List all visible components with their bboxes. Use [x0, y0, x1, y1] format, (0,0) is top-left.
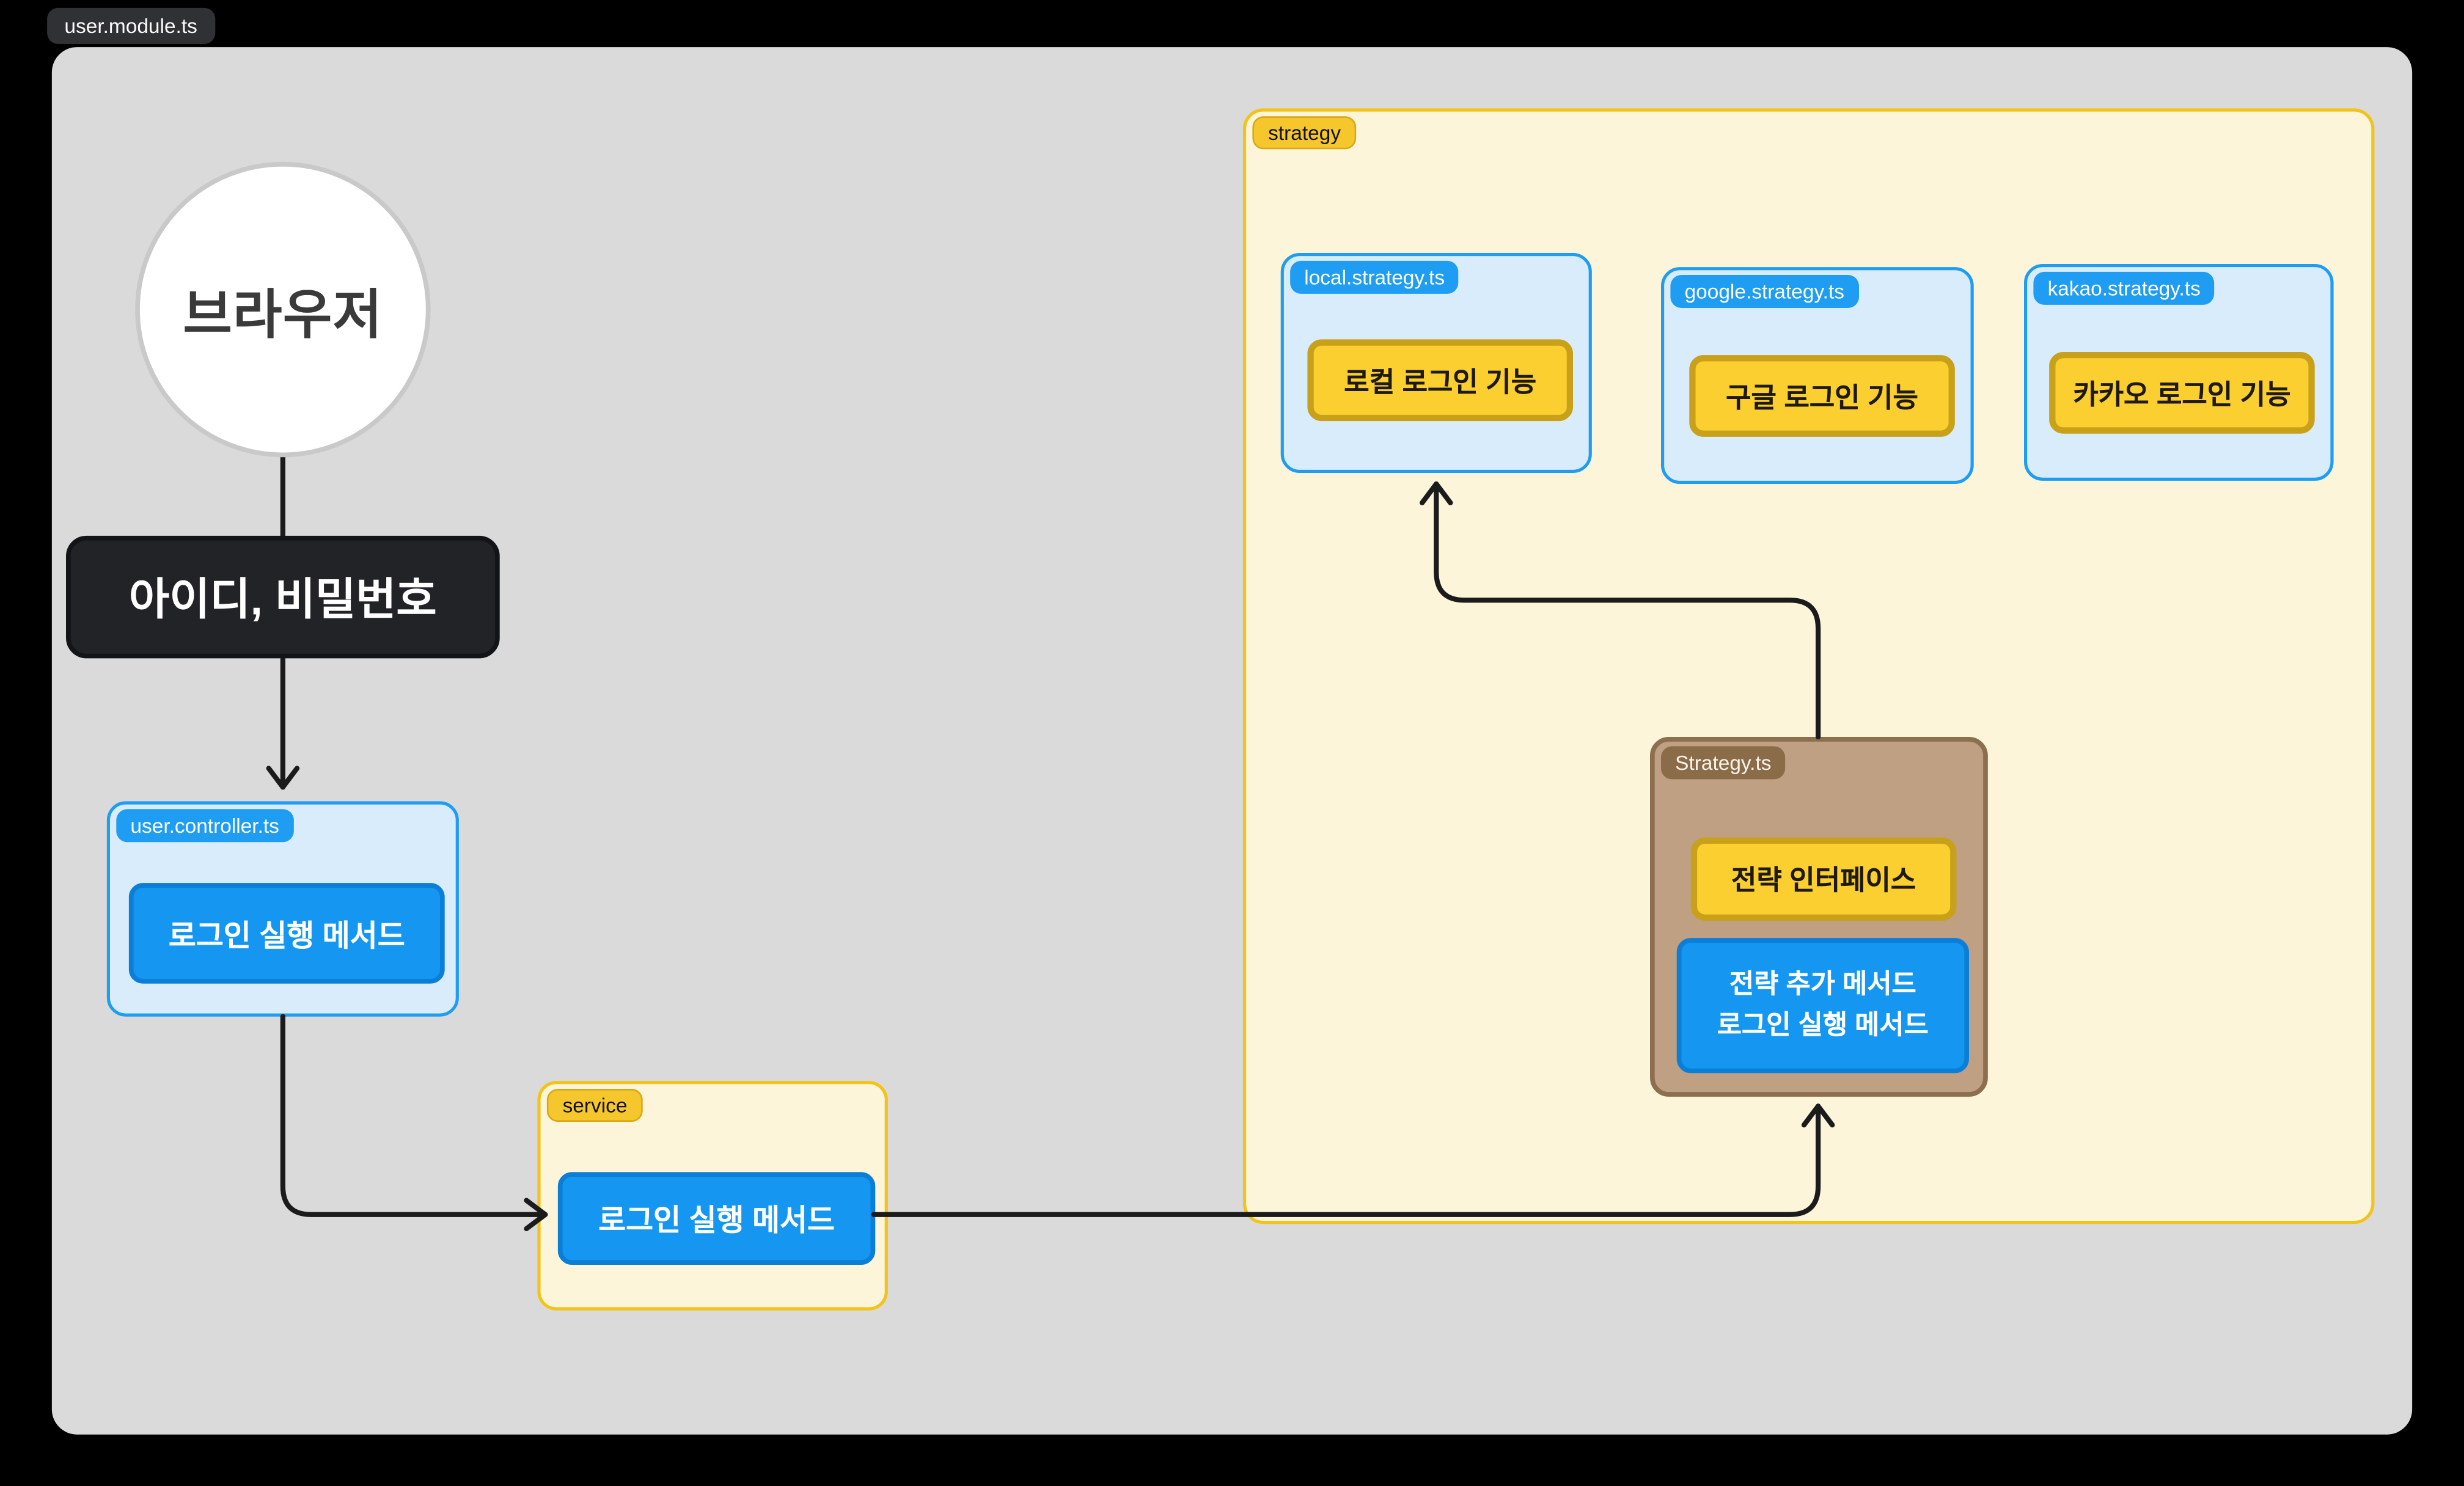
service-tag: service — [546, 1089, 644, 1122]
service-box: service 로그인 실행 메서드 — [537, 1081, 888, 1311]
controller-login-method-button: 로그인 실행 메서드 — [128, 883, 445, 984]
local-strategy-box: local.strategy.ts 로컬 로그인 기능 — [1280, 253, 1592, 473]
user-controller-box: user.controller.ts 로그인 실행 메서드 — [106, 801, 459, 1017]
local-login-feature-label: 로컬 로그인 기능 — [1344, 365, 1537, 397]
canvas-title-badge: user.module.ts — [47, 7, 215, 44]
kakao-strategy-box: kakao.strategy.ts 카카오 로그인 기능 — [2024, 264, 2334, 481]
controller-login-method-label: 로그인 실행 메서드 — [168, 920, 405, 953]
browser-node: 브라우저 — [135, 161, 431, 458]
service-login-method-label: 로그인 실행 메서드 — [598, 1205, 835, 1239]
kakao-login-feature-button: 카카오 로그인 기능 — [2049, 352, 2315, 434]
google-login-feature-label: 구글 로그인 기능 — [1726, 381, 1918, 412]
google-login-feature-button: 구글 로그인 기능 — [1689, 355, 1955, 437]
local-login-feature-button: 로컬 로그인 기능 — [1307, 339, 1573, 422]
strategy-interface-button: 전략 인터페이스 — [1690, 837, 1957, 921]
strategy-interface-label: 전략 인터페이스 — [1731, 864, 1916, 896]
strategy-add-method-label: 전략 추가 메서드 — [1729, 968, 1916, 999]
strategy-login-method-label: 로그인 실행 메서드 — [1717, 1010, 1929, 1041]
kakao-login-feature-label: 카카오 로그인 기능 — [2073, 378, 2291, 409]
local-strategy-tag: local.strategy.ts — [1290, 260, 1459, 294]
kakao-strategy-tag: kakao.strategy.ts — [2033, 271, 2215, 305]
strategy-group-tag: strategy — [1252, 116, 1357, 150]
credentials-node: 아이디, 비밀번호 — [66, 535, 500, 659]
user-controller-tag: user.controller.ts — [116, 809, 293, 843]
service-login-method-button: 로그인 실행 메서드 — [557, 1172, 876, 1265]
google-strategy-box: google.strategy.ts 구글 로그인 기능 — [1661, 267, 1974, 484]
browser-label: 브라우저 — [183, 285, 383, 345]
credentials-label: 아이디, 비밀번호 — [128, 575, 437, 624]
strategy-file-box: Strategy.ts 전략 인터페이스 전략 추가 메서드 로그인 실행 메서… — [1650, 737, 1988, 1097]
strategy-methods-button: 전략 추가 메서드 로그인 실행 메서드 — [1676, 938, 1969, 1074]
strategy-file-tag: Strategy.ts — [1661, 746, 1786, 780]
google-strategy-tag: google.strategy.ts — [1670, 275, 1859, 308]
